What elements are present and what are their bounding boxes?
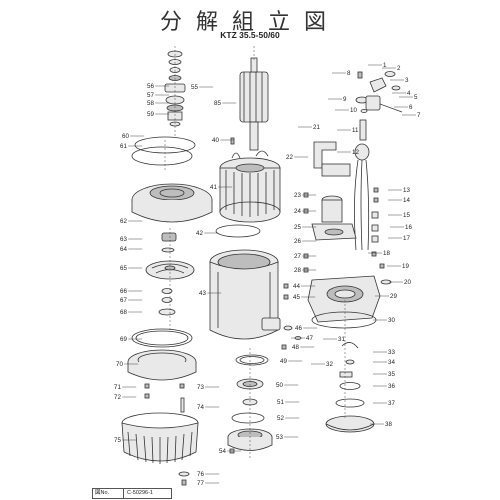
part-number-9: 9 (343, 96, 347, 103)
part-number-37: 37 (388, 400, 395, 407)
part-number-62: 62 (120, 218, 127, 225)
part-number-40: 40 (212, 137, 219, 144)
part-number-29: 29 (390, 293, 397, 300)
part-number-15: 15 (403, 212, 410, 219)
part-number-75: 75 (114, 437, 121, 444)
part-number-36: 36 (388, 383, 395, 390)
part-number-1: 1 (383, 62, 387, 69)
part-number-45: 45 (293, 294, 300, 301)
part-number-70: 70 (116, 361, 123, 368)
part-number-27: 27 (294, 253, 301, 260)
diagram-title: 分解組立図 (159, 10, 340, 35)
part-number-63: 63 (120, 236, 127, 243)
part-number-74: 74 (197, 404, 204, 411)
center-stack (209, 46, 302, 460)
part-number-34: 34 (388, 359, 395, 366)
model-number: KTZ 35.5-50/60 (220, 30, 280, 40)
part-number-71: 71 (114, 384, 121, 391)
part-number-19: 19 (402, 263, 409, 270)
part-number-61: 61 (120, 143, 127, 150)
part-number-69: 69 (120, 336, 127, 343)
part-number-77: 77 (197, 480, 204, 487)
part-number-73: 73 (197, 384, 204, 391)
part-number-31: 31 (338, 336, 345, 343)
leader-lines (122, 64, 416, 484)
part-number-65: 65 (120, 265, 127, 272)
part-number-17: 17 (403, 235, 410, 242)
part-number-32: 32 (326, 361, 333, 368)
part-number-49: 49 (280, 358, 287, 365)
part-number-2: 2 (397, 65, 401, 72)
part-number-53: 53 (276, 434, 283, 441)
part-number-14: 14 (403, 197, 410, 204)
part-number-50: 50 (276, 382, 283, 389)
part-number-60: 60 (122, 133, 129, 140)
part-number-41: 41 (210, 184, 217, 191)
left-stack (121, 46, 213, 486)
part-number-3: 3 (405, 77, 409, 84)
part-number-43: 43 (199, 290, 206, 297)
part-number-13: 13 (403, 187, 410, 194)
part-number-64: 64 (120, 246, 127, 253)
part-number-35: 35 (388, 371, 395, 378)
part-number-44: 44 (293, 283, 300, 290)
part-number-59: 59 (147, 111, 154, 118)
part-number-7: 7 (417, 112, 421, 119)
part-number-10: 10 (350, 107, 357, 114)
part-number-46: 46 (295, 325, 302, 332)
part-number-47: 47 (306, 335, 313, 342)
part-number-21: 21 (313, 124, 320, 131)
part-number-51: 51 (277, 399, 284, 406)
right-stack (303, 71, 403, 433)
part-number-23: 23 (294, 192, 301, 199)
part-number-67: 67 (120, 297, 127, 304)
part-number-58: 58 (147, 100, 154, 107)
part-number-8: 8 (347, 70, 351, 77)
part-number-18: 18 (383, 250, 390, 257)
part-number-72: 72 (114, 394, 121, 401)
part-number-25: 25 (294, 224, 301, 231)
part-number-68: 68 (120, 309, 127, 316)
part-number-11: 11 (352, 127, 359, 134)
part-number-28: 28 (294, 267, 301, 274)
part-number-16: 16 (405, 224, 412, 231)
part-number-33: 33 (388, 349, 395, 356)
part-number-20: 20 (404, 279, 411, 286)
part-number-4: 4 (407, 90, 411, 97)
part-number-26: 26 (294, 238, 301, 245)
part-number-54: 54 (219, 448, 226, 455)
part-number-56: 56 (147, 83, 154, 90)
part-number-52: 52 (277, 415, 284, 422)
part-number-66: 66 (120, 288, 127, 295)
part-number-5: 5 (414, 94, 418, 101)
part-number-76: 76 (197, 471, 204, 478)
part-number-48: 48 (292, 344, 299, 351)
part-number-38: 38 (385, 421, 392, 428)
drawing-number-value: C-50296-1 (127, 490, 153, 496)
drawing-number-label: 図No. (93, 489, 124, 498)
part-number-55: 55 (191, 84, 198, 91)
part-number-12: 12 (352, 149, 359, 156)
part-number-42: 42 (196, 230, 203, 237)
drawing-number-box: 図No. C-50296-1 (92, 488, 172, 499)
part-number-22: 22 (286, 154, 293, 161)
part-number-57: 57 (147, 92, 154, 99)
part-number-24: 24 (294, 208, 301, 215)
part-number-85: 85 (214, 100, 221, 107)
part-number-30: 30 (388, 317, 395, 324)
part-number-6: 6 (409, 104, 413, 111)
